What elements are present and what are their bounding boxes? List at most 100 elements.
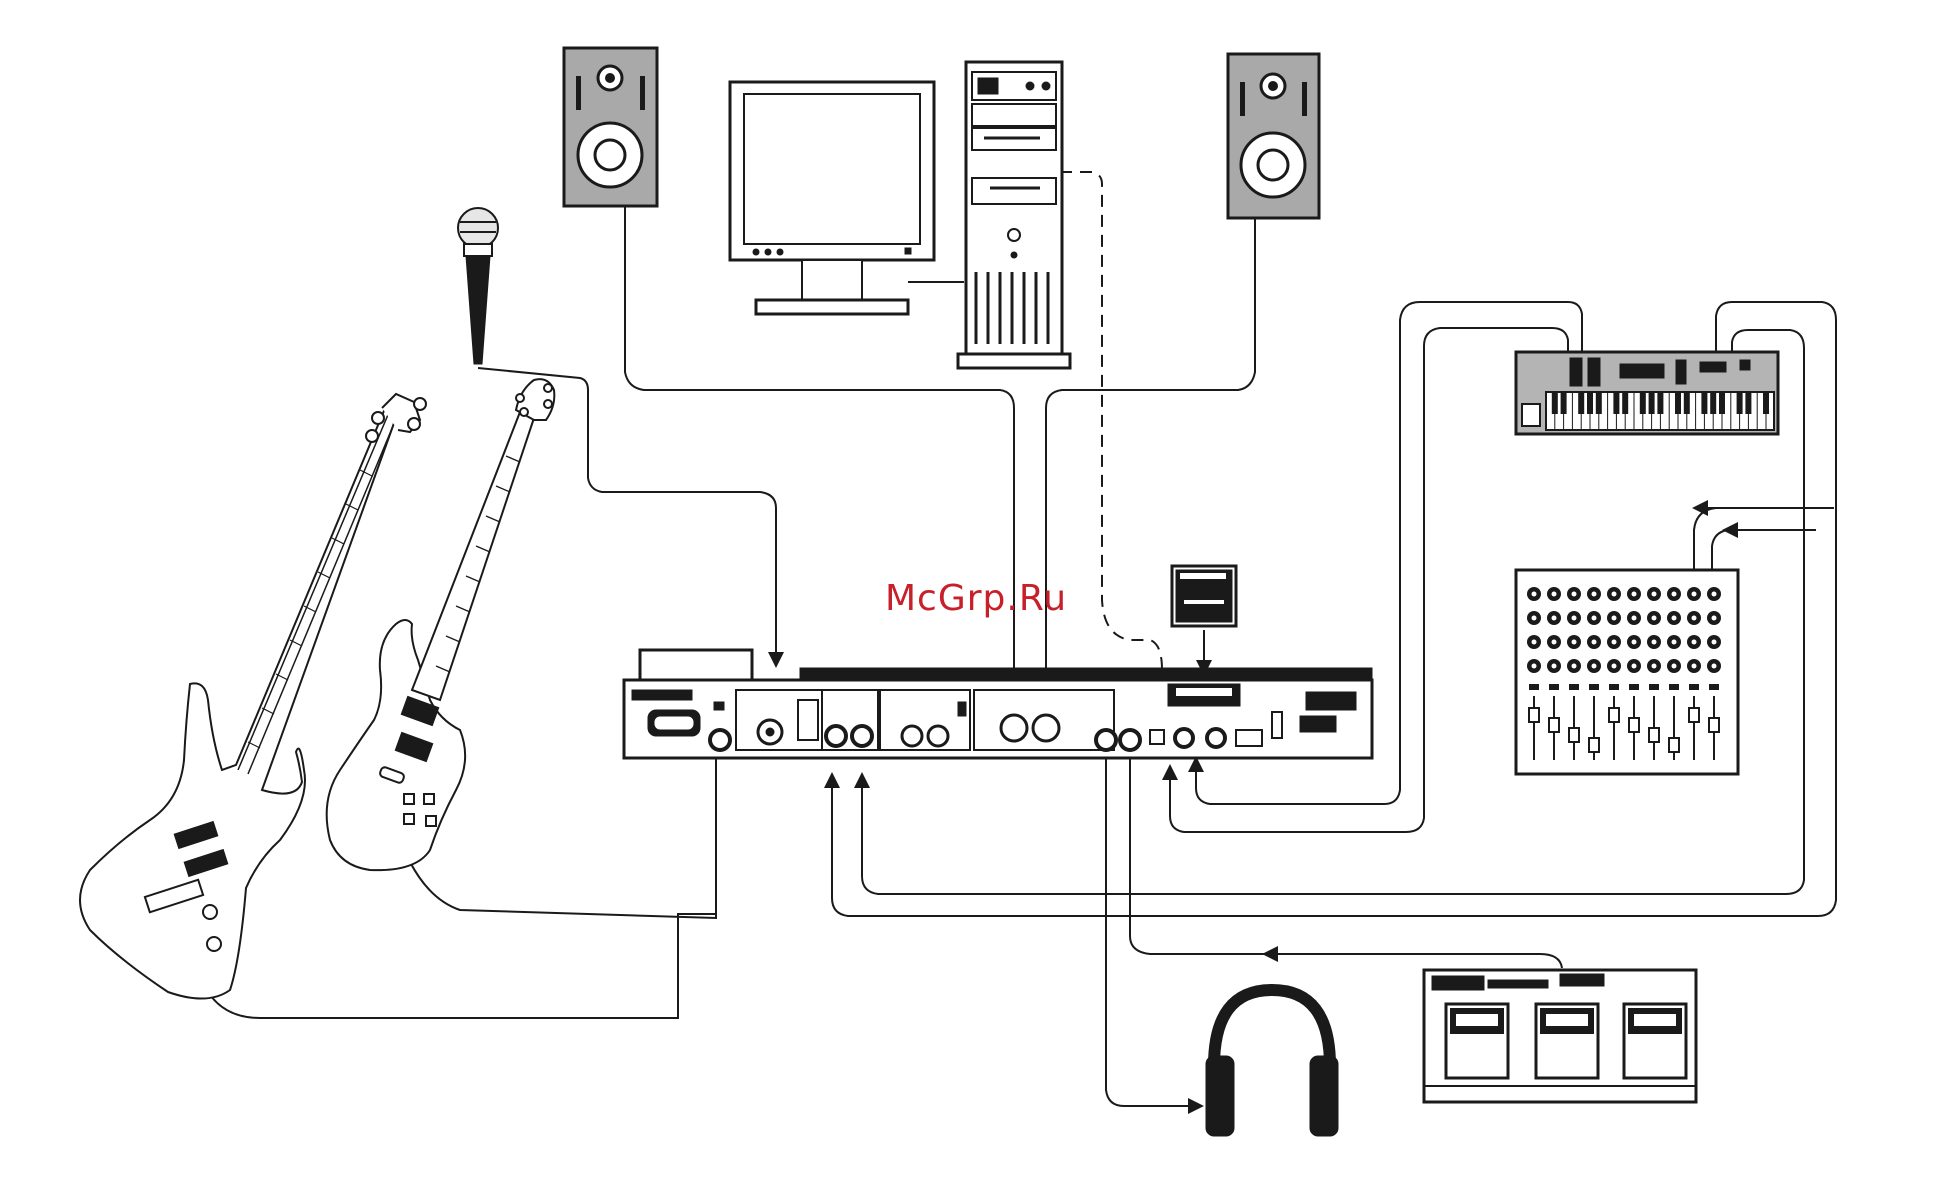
pedal-label-area [1546, 1014, 1588, 1026]
mixer-knob-dot [1712, 640, 1717, 645]
mixer-knob-dot [1592, 664, 1597, 669]
mixer-knob-dot [1692, 616, 1697, 621]
computer-monitor [730, 82, 964, 314]
black-key [1657, 392, 1663, 414]
mixer-knob-dot [1572, 640, 1577, 645]
mixer-knob-dot [1652, 616, 1657, 621]
mixer [1516, 570, 1738, 774]
compact-flash-card [1172, 566, 1236, 626]
mixer-knob-dot [1692, 664, 1697, 669]
mixer-knob-dot [1712, 592, 1717, 597]
mixer-fader-cap [1669, 738, 1679, 752]
mixer-button [1669, 684, 1679, 690]
mixer-knob-dot [1652, 592, 1657, 597]
mixer-knob-dot [1572, 592, 1577, 597]
mixer-button [1649, 684, 1659, 690]
mixer-knob-dot [1532, 592, 1537, 597]
mixer-button [1529, 684, 1539, 690]
footswitch [1424, 970, 1696, 1102]
mixer-fader-cap [1549, 718, 1559, 732]
bass-cable [208, 914, 716, 1018]
black-key [1684, 392, 1690, 414]
black-key [1552, 392, 1558, 414]
mixer-fader-cap [1609, 708, 1619, 722]
mixer-knob-dot [1612, 616, 1617, 621]
black-key [1745, 392, 1751, 414]
mixer-fader-cap [1689, 708, 1699, 722]
mixer-knob-dot [1692, 640, 1697, 645]
pedal-label-area [1634, 1014, 1676, 1026]
mixer-button [1589, 684, 1599, 690]
black-key [1587, 392, 1593, 414]
black-key [1578, 392, 1584, 414]
black-key [1763, 392, 1769, 414]
mixer-button [1689, 684, 1699, 690]
mixer-button [1549, 684, 1559, 690]
black-key [1719, 392, 1725, 414]
right-monitor-speaker [1228, 54, 1319, 218]
mixer-button [1629, 684, 1639, 690]
mixer-knob-dot [1652, 640, 1657, 645]
mixer-knob-dot [1612, 640, 1617, 645]
mixer-knob-dot [1632, 640, 1637, 645]
headphones [1206, 990, 1338, 1136]
mixer-fader-cap [1569, 728, 1579, 742]
microphone [458, 208, 498, 364]
mixer-button [1569, 684, 1579, 690]
black-key [1649, 392, 1655, 414]
footswitch-pedals [1446, 1004, 1686, 1078]
mixer-knob-dot [1692, 592, 1697, 597]
mixer-button [1609, 684, 1619, 690]
mixer-knob-dot [1632, 616, 1637, 621]
left-monitor-speaker [564, 48, 657, 206]
black-key [1710, 392, 1716, 414]
mixer-cable-2 [1712, 530, 1816, 570]
mixer-knob-dot [1552, 592, 1557, 597]
mixer-knob-dot [1632, 664, 1637, 669]
mixer-knob-dot [1532, 664, 1537, 669]
computer-tower [958, 62, 1070, 368]
keyboard-synth [1516, 352, 1778, 434]
mixer-knob-dot [1532, 640, 1537, 645]
mixer-knob-dot [1552, 616, 1557, 621]
footswitch-cable [1130, 740, 1562, 968]
black-key [1701, 392, 1707, 414]
mixer-knob-dot [1572, 616, 1577, 621]
black-key [1596, 392, 1602, 414]
bass-guitar [80, 394, 426, 999]
mixer-fader-cap [1709, 718, 1719, 732]
black-key [1561, 392, 1567, 414]
pedal-label-area [1456, 1014, 1498, 1026]
mixer-fader-cap [1629, 718, 1639, 732]
mixer-knob-dot [1612, 664, 1617, 669]
mixer-knob-dot [1672, 616, 1677, 621]
mixer-knob-dot [1592, 616, 1597, 621]
mixer-knob-dot [1672, 592, 1677, 597]
headphones-cable [1106, 740, 1196, 1106]
mixer-knob-dot [1532, 616, 1537, 621]
mixer-knob-dot [1592, 592, 1597, 597]
mixer-knob-dot [1552, 664, 1557, 669]
mixer-fader-cap [1589, 738, 1599, 752]
watermark: McGrp.Ru [885, 578, 1067, 619]
electric-guitar [327, 379, 555, 870]
mixer-knob-dot [1632, 592, 1637, 597]
black-key [1737, 392, 1743, 414]
mixer-knob-dot [1592, 640, 1597, 645]
black-key [1622, 392, 1628, 414]
black-key [1613, 392, 1619, 414]
mixer-knob-dot [1672, 640, 1677, 645]
mixer-knob-dot [1712, 616, 1717, 621]
mixer-knob-dot [1552, 640, 1557, 645]
mixer-button [1709, 684, 1719, 690]
mixer-knob-dot [1712, 664, 1717, 669]
black-key [1675, 392, 1681, 414]
mixer-fader-cap [1649, 728, 1659, 742]
mixer-fader-cap [1529, 708, 1539, 722]
mixer-knob-dot [1652, 664, 1657, 669]
mixer-knob-dot [1672, 664, 1677, 669]
black-key [1640, 392, 1646, 414]
main-unit [624, 650, 1372, 758]
usb-cable [1060, 172, 1162, 690]
mixer-knob-dot [1572, 664, 1577, 669]
